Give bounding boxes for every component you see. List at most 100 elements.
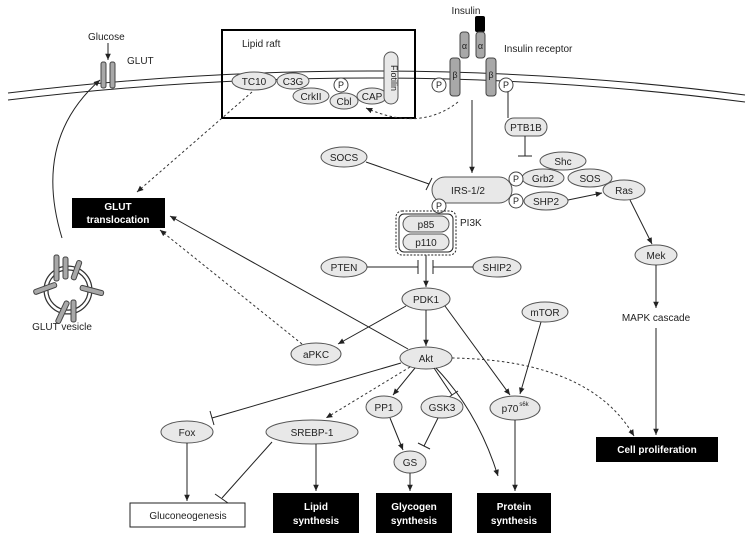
glut-vesicle (33, 254, 105, 324)
svg-text:SOS: SOS (579, 174, 600, 185)
svg-text:PTEN: PTEN (331, 263, 358, 274)
akt-inhibit-gsk3-line (433, 367, 453, 396)
ship2-node: SHIP2 (472, 256, 522, 278)
pten-node: PTEN (320, 256, 368, 278)
mapk-cascade-label: MAPK cascade (622, 313, 691, 324)
svg-text:mTOR: mTOR (530, 308, 559, 319)
svg-text:TC10: TC10 (242, 77, 267, 88)
insulin-label: Insulin (452, 6, 481, 17)
svg-text:Shc: Shc (554, 157, 571, 168)
akt-to-glut-translocation-arrow (169, 215, 409, 350)
glut-vesicle-label: GLUT vesicle (32, 322, 92, 333)
insulin-receptor-label: Insulin receptor (504, 44, 573, 55)
cell-proliferation-label: Cell proliferation (617, 445, 696, 456)
pp1-node: PP1 (365, 395, 403, 419)
srebp1-inhibit-gluconeogenesis-bar (214, 493, 229, 504)
lipid-synthesis-line2: synthesis (293, 516, 340, 527)
pi3k-label: PI3K (460, 218, 482, 229)
svg-text:p70: p70 (502, 404, 519, 415)
receptor-phospho-left: P (431, 77, 447, 93)
gluconeogenesis-label: Gluconeogenesis (149, 511, 226, 522)
svg-text:Akt: Akt (419, 354, 434, 365)
protein-synthesis-box (477, 493, 551, 533)
svg-text:P: P (338, 80, 344, 90)
mtor-to-p70-arrow (519, 321, 542, 395)
socs-node: SOCS (320, 146, 368, 168)
glut-translocation-line2: translocation (87, 215, 150, 226)
protein-synthesis-line2: synthesis (491, 516, 538, 527)
akt-to-protein-synthesis-arrow (435, 367, 499, 477)
svg-text:Grb2: Grb2 (532, 174, 555, 185)
p70s6k-node: p70 s6k (489, 395, 541, 421)
vesicle-to-glut-arrow (52, 79, 101, 239)
svg-text:CAP: CAP (362, 92, 383, 103)
grb2-node: Grb2 (521, 168, 565, 188)
svg-text:Mek: Mek (647, 251, 667, 262)
svg-text:α: α (478, 41, 483, 51)
irs-node: IRS-1/2 (431, 176, 513, 204)
flotilin-node: Flotilin (383, 51, 399, 105)
svg-text:PDK1: PDK1 (413, 295, 440, 306)
svg-text:SHIP2: SHIP2 (483, 263, 512, 274)
pdk1-to-apkc-arrow (337, 305, 407, 345)
gsk3-inhibit-gs-bar (417, 442, 431, 450)
glycogen-synthesis-box (376, 493, 452, 533)
akt-to-srebp1-arrow (325, 366, 411, 419)
svg-text:P: P (513, 174, 519, 184)
svg-text:Cbl: Cbl (336, 97, 351, 108)
pp1-to-gs-arrow (389, 417, 404, 451)
glycogen-synthesis-line1: Glycogen (391, 502, 437, 513)
shp2-node: SHP2 (523, 191, 569, 211)
akt-to-pp1-arrow (392, 367, 416, 396)
shp2-phospho: P (508, 193, 524, 209)
cbl-phospho: P (333, 77, 349, 93)
receptor-phospho-right: P (498, 77, 514, 93)
glut-label: GLUT (127, 56, 154, 67)
gluconeogenesis-box (129, 502, 246, 528)
glut-translocation-line1: GLUT (104, 202, 131, 213)
glut-translocation-box (72, 198, 165, 228)
svg-text:PP1: PP1 (375, 403, 394, 414)
svg-text:s6k: s6k (519, 402, 529, 408)
lipid-raft-box (221, 29, 416, 119)
lipid-synthesis-box (273, 493, 359, 533)
insulin-receptor: α α β β (449, 31, 497, 97)
cell-proliferation-box (596, 437, 718, 462)
crkii-node: CrkII (292, 87, 330, 105)
cbl-node: Cbl (329, 92, 359, 110)
akt-inhibit-fox-line (211, 362, 402, 419)
svg-text:PTB1B: PTB1B (510, 123, 542, 134)
protein-synthesis-line1: Protein (497, 502, 531, 513)
lipid-synthesis-line1: Lipid (304, 502, 328, 513)
svg-text:GSK3: GSK3 (429, 403, 456, 414)
glut-transporter (100, 61, 116, 89)
pi3k-complex (395, 210, 457, 256)
socs-inhibit-bar (425, 177, 433, 191)
svg-text:P: P (436, 80, 442, 90)
svg-text:α: α (462, 41, 467, 51)
svg-text:p85: p85 (418, 220, 435, 231)
shp2-to-ras-arrow (567, 191, 603, 201)
svg-text:β: β (488, 70, 493, 80)
svg-text:P: P (503, 80, 509, 90)
svg-text:SOCS: SOCS (330, 153, 359, 164)
svg-text:SREBP-1: SREBP-1 (291, 428, 334, 439)
svg-text:p110: p110 (415, 238, 437, 249)
tc10-to-glut-translocation-arrow (136, 91, 253, 193)
pdk1-node: PDK1 (401, 287, 451, 311)
svg-text:GS: GS (403, 458, 418, 469)
svg-text:C3G: C3G (283, 77, 304, 88)
akt-node: Akt (399, 346, 453, 370)
p85-node: p85 (402, 215, 450, 233)
sos-node: SOS (567, 168, 613, 188)
svg-text:P: P (513, 196, 519, 206)
svg-text:P: P (436, 201, 442, 211)
svg-text:CrkII: CrkII (300, 92, 321, 103)
svg-text:β: β (452, 70, 457, 80)
ras-to-mek-arrow (629, 199, 653, 245)
insulin-ligand (475, 16, 485, 32)
svg-text:Ras: Ras (615, 186, 633, 197)
glucose-label: Glucose (88, 32, 125, 43)
apkc-node: aPKC (290, 342, 342, 366)
